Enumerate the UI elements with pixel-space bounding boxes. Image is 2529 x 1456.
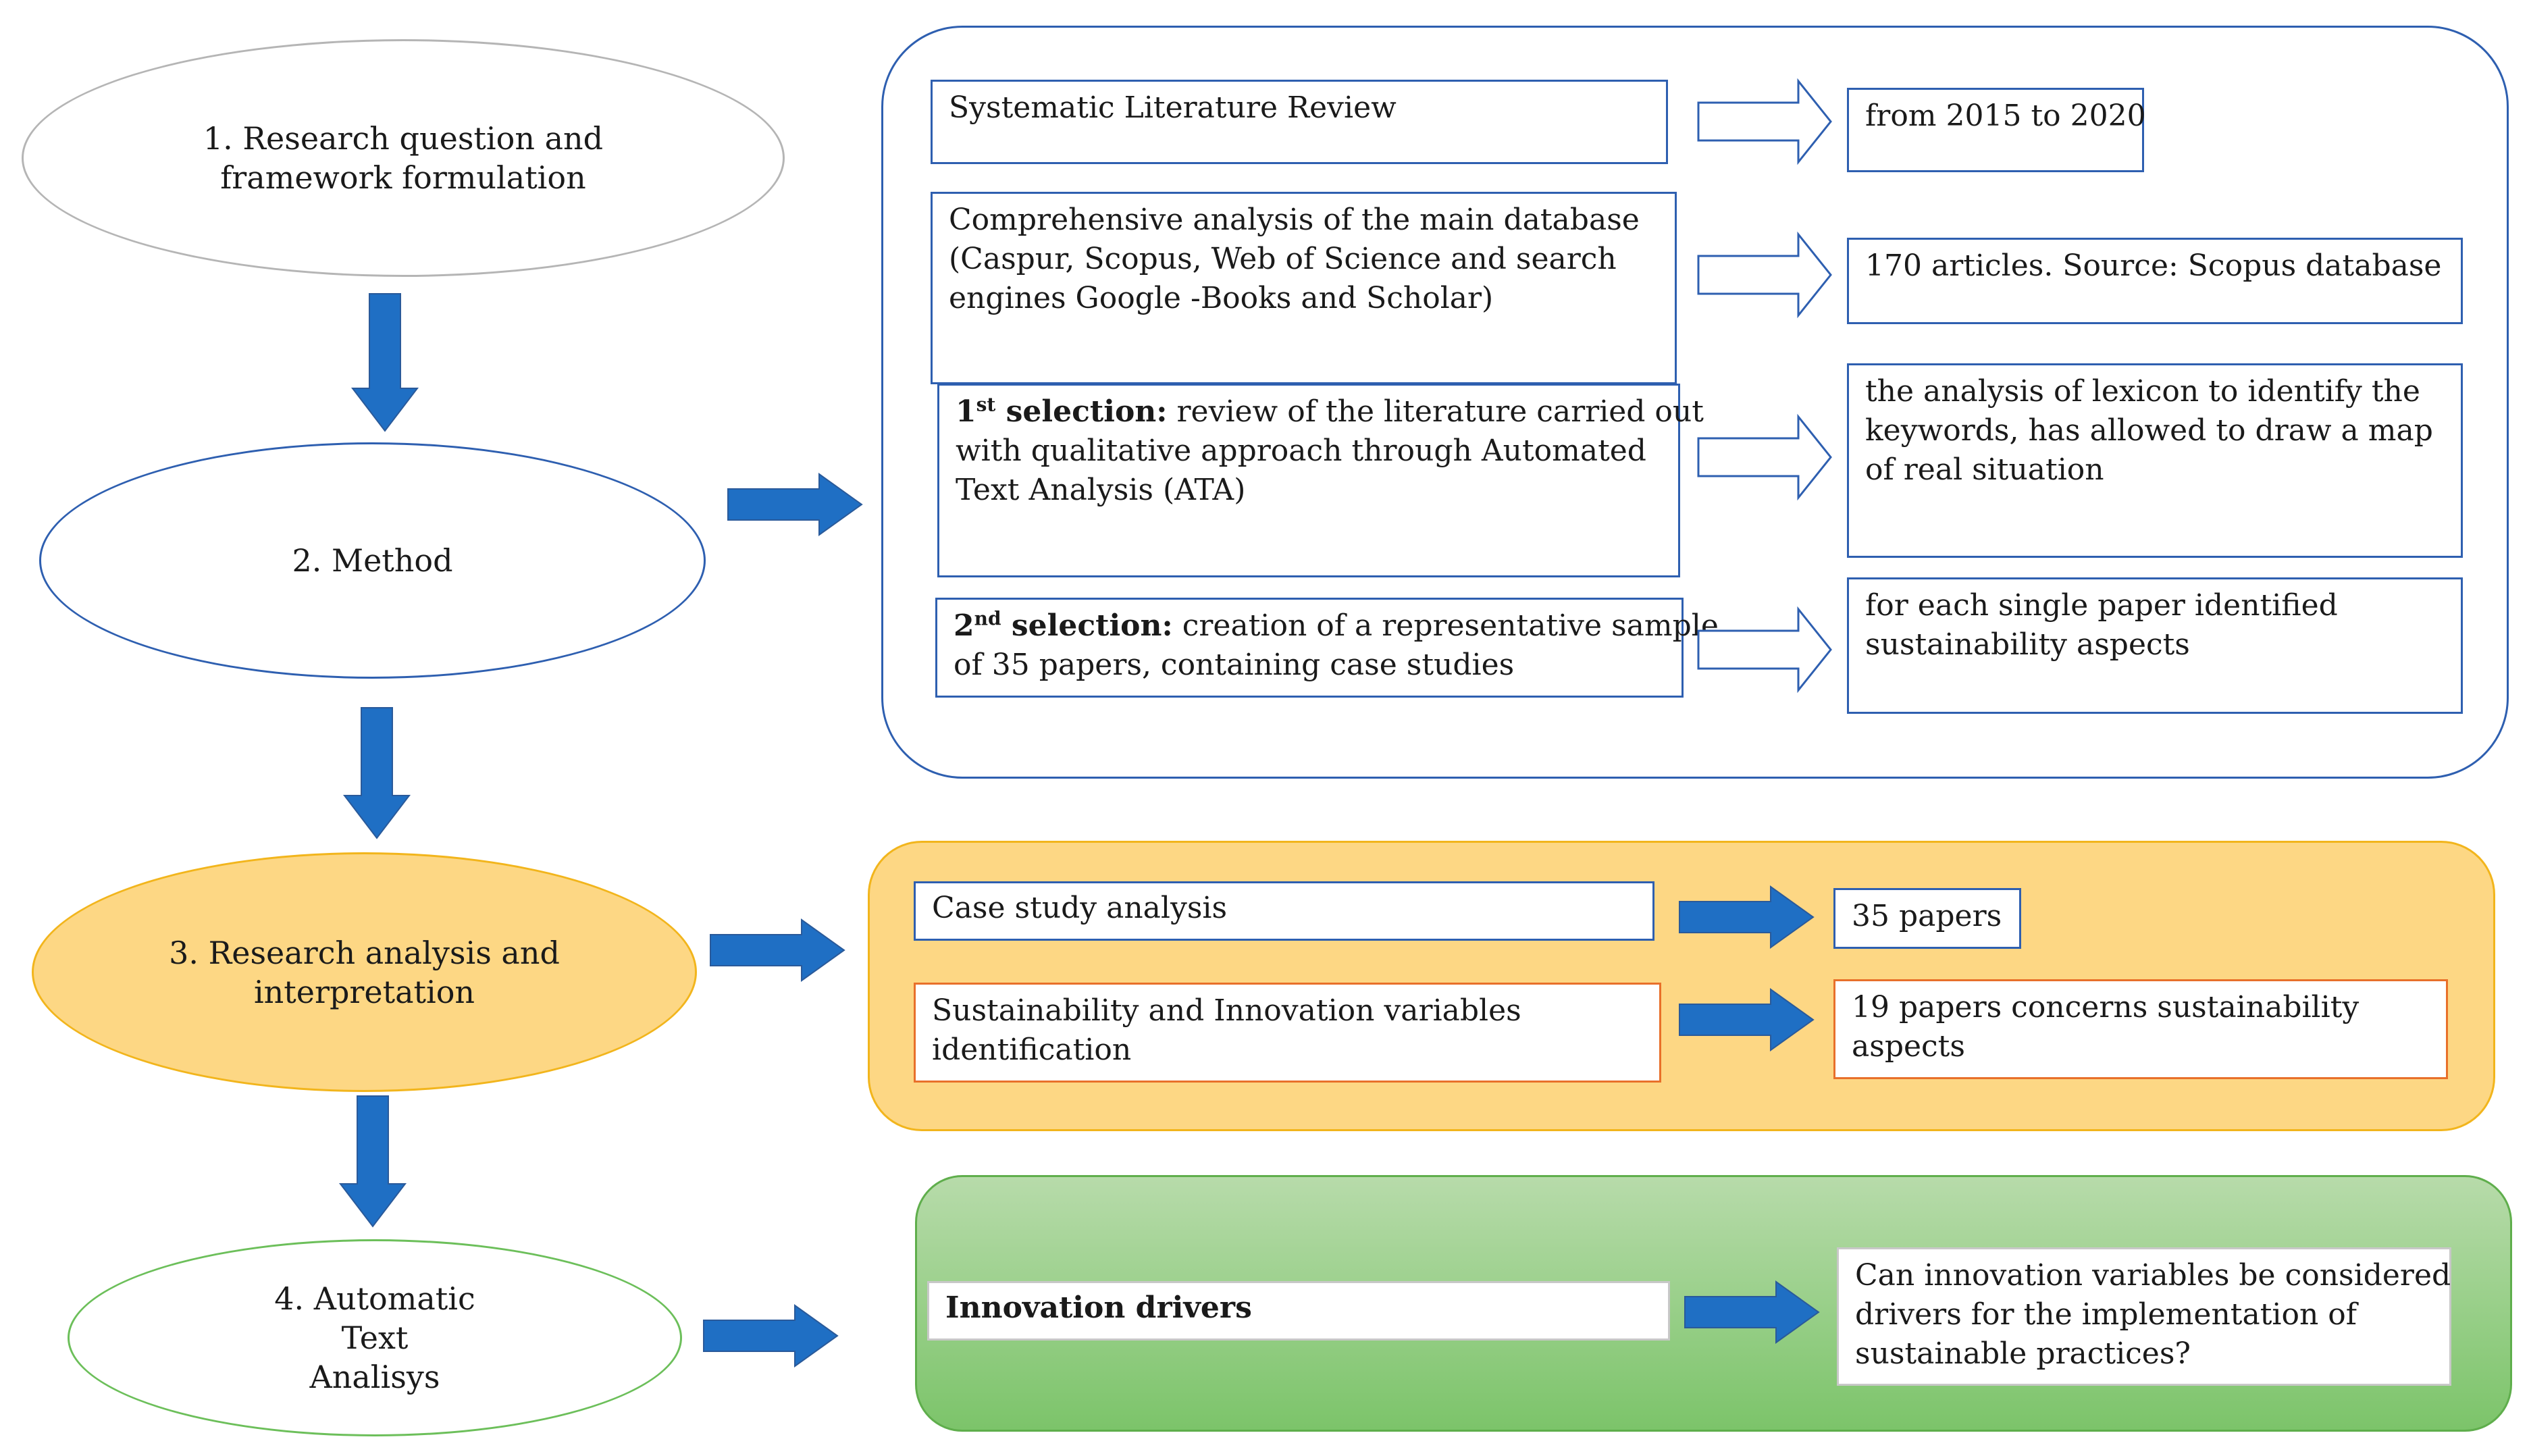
step-3-label-line-2: interpretation [253,973,475,1010]
question-line-3: sustainable practices? [1855,1336,2191,1371]
step-1-label-line-1: 1. Research question and [203,120,604,157]
database-text-line-2: (Caspur, Scopus, Web of Science and sear… [949,242,1617,276]
variables-result-box: 19 papers concerns sustainability aspect… [1833,979,2448,1079]
innovation-drivers-box: Innovation drivers [927,1281,1670,1341]
variables-result-line-1: 19 papers concerns sustainability [1852,990,2359,1024]
selection-2-box: 2nd selection: creation of a representat… [935,598,1719,698]
selection-1-text-line-1: review of the literature carried out [1167,394,1704,429]
selection-1-text-line-3: Text Analysis (ATA) [956,473,1246,507]
selection-2-ordinal: nd [974,607,1001,630]
selection-1-text-line-2: with qualitative approach through Automa… [956,434,1646,468]
right-arrow-method [727,473,863,536]
case-study-box: Case study analysis [914,881,1654,941]
question-line-1: Can innovation variables be considered [1855,1258,2451,1293]
selection-1-result-box: the analysis of lexicon to identify the … [1847,363,2463,558]
step-4-ellipse: 4. Automatic Text Analisys [68,1239,682,1436]
innovation-drivers-text: Innovation drivers [945,1291,1252,1325]
selection-1-line-1: 1st selection: review of the literature … [956,392,1704,432]
step-2-label: 2. Method [292,542,453,579]
question-line-2: drivers for the implementation of [1855,1297,2357,1332]
slr-box: Systematic Literature Review [931,80,1668,164]
selection-1-result-line-2: keywords, has allowed to draw a map [1865,413,2433,448]
down-arrow-1-2 [350,293,419,432]
hollow-arrow-selection-2 [1697,606,1832,694]
selection-2-text-line-2: of 35 papers, containing case studies [954,648,1515,682]
case-study-result-box: 35 papers [1833,888,2021,949]
variables-text-line-2: identification [932,1033,1132,1067]
slr-result-box: from 2015 to 2020 [1847,88,2146,172]
right-arrow-analysis [710,918,845,982]
selection-1-number: 1 [956,394,976,429]
selection-2-number: 2 [954,608,974,643]
hollow-arrow-slr [1697,78,1832,165]
hollow-arrow-selection-1 [1697,413,1832,501]
question-box: Can innovation variables be considered d… [1837,1247,2451,1386]
step-4-label-line-1: 4. Automatic [274,1280,475,1317]
variables-box: Sustainability and Innovation variables … [914,983,1661,1083]
step-2-ellipse: 2. Method [39,442,706,679]
selection-2-line-1: 2nd selection: creation of a representat… [954,606,1719,646]
right-arrow-variables [1679,988,1815,1051]
down-arrow-3-4 [338,1095,407,1228]
step-4-label-line-3: Analisys [309,1359,440,1395]
slr-result-text: from 2015 to 2020 [1865,99,2146,133]
selection-1-heading: selection: [995,394,1168,429]
variables-text-line-1: Sustainability and Innovation variables [932,993,1521,1028]
selection-1-result-line-1: the analysis of lexicon to identify the [1865,374,2420,409]
database-result-box: 170 articles. Source: Scopus database [1847,238,2463,324]
variables-result-line-2: aspects [1852,1029,1965,1064]
step-1-ellipse: 1. Research question and framework formu… [22,39,785,277]
selection-1-ordinal: st [976,393,996,416]
step-1-label-line-2: framework formulation [220,159,586,196]
selection-2-result-line-2: sustainability aspects [1865,627,2190,662]
step-4-label-line-2: Text [341,1320,409,1356]
hollow-arrow-database [1697,231,1832,319]
selection-2-result-line-1: for each single paper identified [1865,588,2338,623]
selection-2-text-line-1: creation of a representative sample [1172,608,1719,643]
right-arrow-innovation [1684,1280,1820,1344]
selection-1-result-line-3: of real situation [1865,452,2104,487]
case-study-result-text: 35 papers [1852,899,2002,933]
down-arrow-2-3 [342,707,411,839]
selection-2-result-box: for each single paper identified sustain… [1847,577,2463,714]
slr-text: Systematic Literature Review [949,90,1397,125]
step-3-ellipse: 3. Research analysis and interpretation [32,852,697,1092]
database-result-text: 170 articles. Source: Scopus database [1865,249,2442,283]
database-text-line-1: Comprehensive analysis of the main datab… [949,203,1640,237]
step-3-label-line-1: 3. Research analysis and [169,934,560,971]
selection-1-box: 1st selection: review of the literature … [937,384,1704,577]
right-arrow-ata [703,1304,839,1368]
database-box: Comprehensive analysis of the main datab… [931,192,1677,384]
selection-2-heading: selection: [1001,608,1173,643]
right-arrow-case-study [1679,885,1815,949]
case-study-text: Case study analysis [932,891,1228,925]
database-text-line-3: engines Google -Books and Scholar) [949,281,1494,315]
